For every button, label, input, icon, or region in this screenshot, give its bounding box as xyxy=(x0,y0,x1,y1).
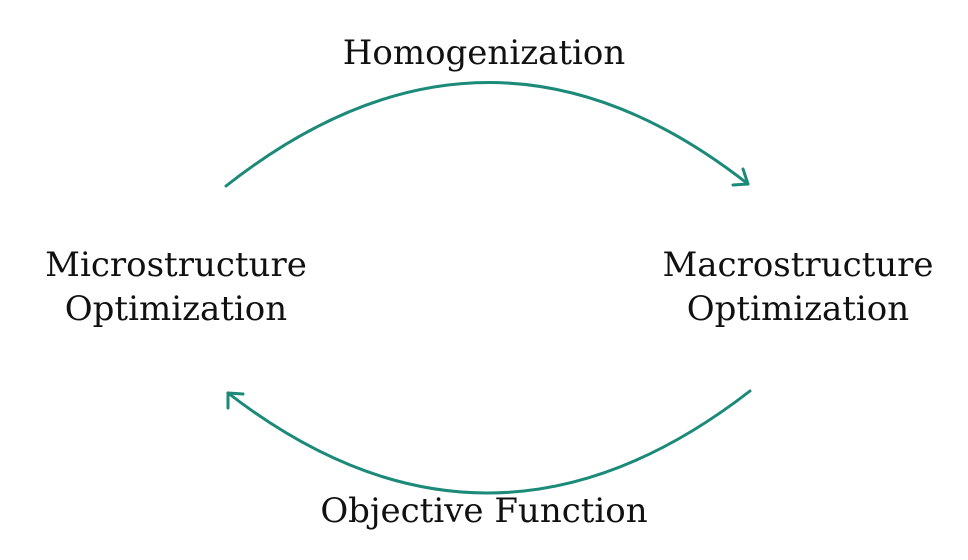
node-label-line: Macrostructure xyxy=(662,245,934,285)
node-label-line: Optimization xyxy=(64,289,288,329)
node-label-line: Microstructure xyxy=(45,245,307,285)
bottom-arrow-curve xyxy=(226,389,752,495)
edge-label-homogenization: Homogenization xyxy=(342,33,626,73)
top-arrow-curve xyxy=(224,81,750,188)
node-label-line: Optimization xyxy=(686,289,910,329)
bottom-arrowhead xyxy=(226,391,245,410)
top-arrowhead xyxy=(731,167,750,187)
node-microstructure-optimization: Microstructure Optimization xyxy=(20,243,332,331)
node-macrostructure-optimization: Macrostructure Optimization xyxy=(642,243,954,331)
edge-label-objective-function: Objective Function xyxy=(320,491,648,531)
